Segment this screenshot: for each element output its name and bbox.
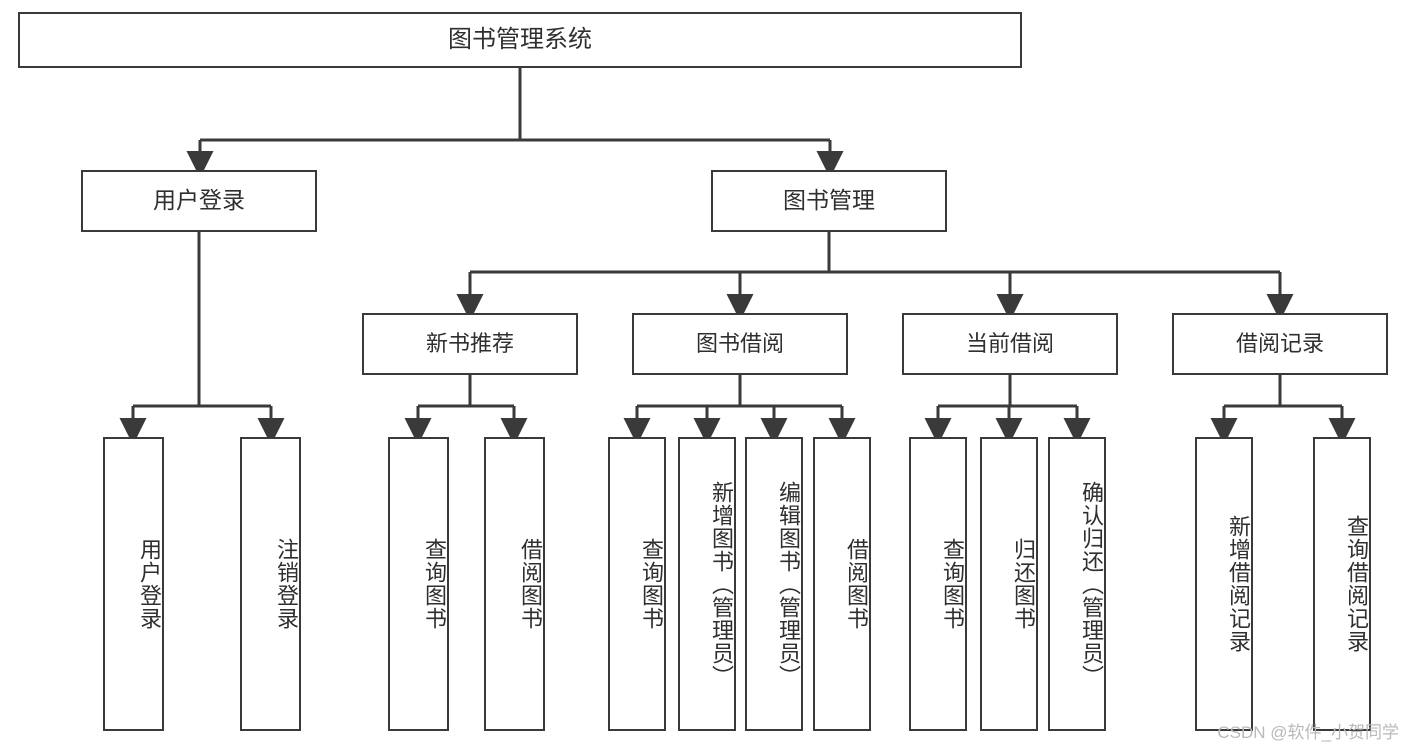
leaf-user-login-label: 用户登录 bbox=[137, 538, 162, 630]
leaf-query-book-new[interactable]: 查询图书 bbox=[388, 437, 449, 731]
leaf-borrow-book[interactable]: 借阅图书 bbox=[813, 437, 871, 731]
node-root-label: 图书管理系统 bbox=[448, 25, 592, 53]
node-book-management[interactable]: 图书管理 bbox=[711, 170, 947, 232]
leaf-query-borrow-record[interactable]: 查询借阅记录 bbox=[1313, 437, 1371, 731]
leaf-query-book-new-label: 查询图书 bbox=[422, 538, 447, 630]
node-borrow-records-label: 借阅记录 bbox=[1235, 331, 1324, 357]
leaf-query-book-borrow[interactable]: 查询图书 bbox=[608, 437, 666, 731]
leaf-borrow-book-new[interactable]: 借阅图书 bbox=[484, 437, 545, 731]
node-book-borrow-label: 图书借阅 bbox=[695, 331, 784, 357]
node-book-borrow[interactable]: 图书借阅 bbox=[632, 313, 848, 375]
node-current-borrow-label: 当前借阅 bbox=[965, 331, 1054, 357]
node-user-login-label: 用户登录 bbox=[153, 187, 245, 214]
leaf-user-login[interactable]: 用户登录 bbox=[103, 437, 164, 731]
leaf-add-borrow-record-label: 新增借阅记录 bbox=[1226, 515, 1251, 653]
node-root[interactable]: 图书管理系统 bbox=[18, 12, 1022, 68]
leaf-borrow-book-label: 借阅图书 bbox=[844, 538, 869, 630]
leaf-query-book-current-label: 查询图书 bbox=[940, 538, 965, 630]
node-new-book-recommend-label: 新书推荐 bbox=[425, 331, 514, 357]
leaf-edit-book-admin-label: 编辑图书（管理员） bbox=[776, 480, 801, 688]
leaf-return-book-label: 归还图书 bbox=[1011, 538, 1036, 630]
leaf-return-book[interactable]: 归还图书 bbox=[980, 437, 1038, 731]
leaf-logout-login-label: 注销登录 bbox=[274, 538, 299, 630]
leaf-borrow-book-new-label: 借阅图书 bbox=[518, 538, 543, 630]
node-book-management-label: 图书管理 bbox=[783, 187, 875, 214]
leaf-edit-book-admin[interactable]: 编辑图书（管理员） bbox=[745, 437, 803, 731]
leaf-add-borrow-record[interactable]: 新增借阅记录 bbox=[1195, 437, 1253, 731]
node-borrow-records[interactable]: 借阅记录 bbox=[1172, 313, 1388, 375]
leaf-query-borrow-record-label: 查询借阅记录 bbox=[1344, 515, 1369, 653]
leaf-confirm-return-admin-label: 确认归还（管理员） bbox=[1079, 480, 1104, 688]
leaf-add-book-admin[interactable]: 新增图书（管理员） bbox=[678, 437, 736, 731]
leaf-confirm-return-admin[interactable]: 确认归还（管理员） bbox=[1048, 437, 1106, 731]
leaf-query-book-current[interactable]: 查询图书 bbox=[909, 437, 967, 731]
node-current-borrow[interactable]: 当前借阅 bbox=[902, 313, 1118, 375]
leaf-logout-login[interactable]: 注销登录 bbox=[240, 437, 301, 731]
node-new-book-recommend[interactable]: 新书推荐 bbox=[362, 313, 578, 375]
node-user-login[interactable]: 用户登录 bbox=[81, 170, 317, 232]
leaf-add-book-admin-label: 新增图书（管理员） bbox=[709, 480, 734, 688]
leaf-query-book-borrow-label: 查询图书 bbox=[639, 538, 664, 630]
